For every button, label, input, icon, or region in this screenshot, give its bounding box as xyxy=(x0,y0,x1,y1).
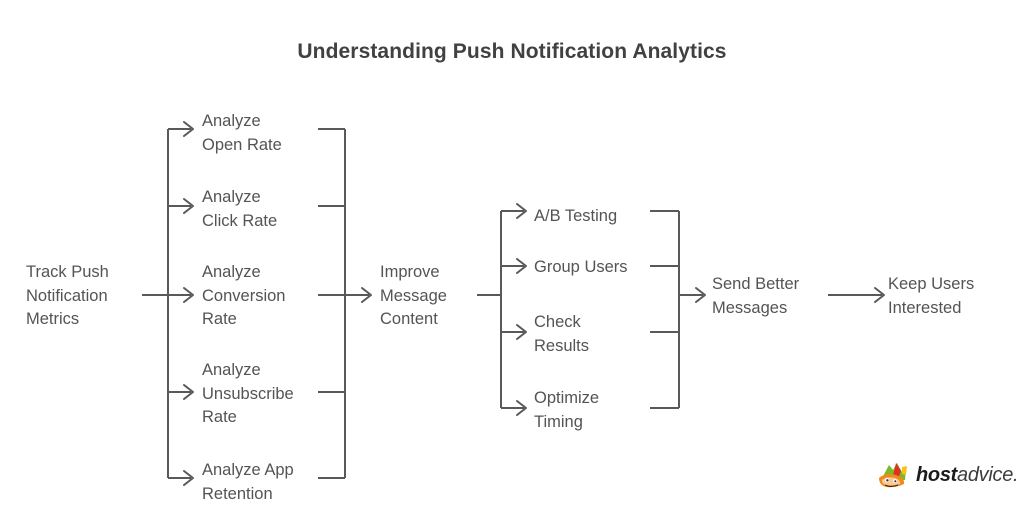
arrowhead-analyze-open-rate xyxy=(183,121,194,137)
arrowhead-analyze-unsubscribe-rate xyxy=(183,384,194,400)
node-analyze-conversion-rate[interactable]: Analyze Conversion Rate xyxy=(202,263,286,328)
hostadvice-logo[interactable]: hostadvice. xyxy=(876,456,1019,496)
hostadvice-mascot-icon xyxy=(879,463,907,488)
logo-primary-text: host xyxy=(916,464,958,486)
node-keep-users-interested[interactable]: Keep Users Interested xyxy=(888,275,975,317)
node-analyze-click-rate[interactable]: Analyze Click Rate xyxy=(202,188,278,230)
arrowhead-keep-users-interested xyxy=(874,287,885,303)
node-track-push-notification-metrics[interactable]: Track Push Notification Metrics xyxy=(26,263,109,328)
node-ab-testing[interactable]: A/B Testing xyxy=(534,207,618,225)
node-improve-message-content[interactable]: Improve Message Content xyxy=(380,263,447,328)
node-send-better-messages[interactable]: Send Better Messages xyxy=(712,275,800,317)
arrowhead-optimize-timing xyxy=(516,400,527,416)
node-analyze-unsubscribe-rate[interactable]: Analyze Unsubscribe Rate xyxy=(202,361,294,426)
arrowhead-analyze-click-rate xyxy=(183,198,194,214)
hostadvice-wordmark: hostadvice. xyxy=(916,464,1019,487)
node-group-users[interactable]: Group Users xyxy=(534,258,628,276)
arrowhead-check-results xyxy=(516,324,527,340)
node-optimize-timing[interactable]: Optimize Timing xyxy=(534,389,600,431)
arrowhead-analyze-app-retention xyxy=(183,470,194,486)
arrowhead-group-users xyxy=(516,258,527,274)
page-title: Understanding Push Notification Analytic… xyxy=(297,40,727,63)
node-analyze-open-rate[interactable]: Analyze Open Rate xyxy=(202,112,282,154)
node-analyze-app-retention[interactable]: Analyze App Retention xyxy=(202,461,294,503)
arrowhead-ab-testing xyxy=(516,203,527,219)
arrowhead-analyze-conversion-rate xyxy=(183,287,194,303)
arrowhead-improve-message-content xyxy=(361,287,372,303)
node-check-results[interactable]: Check Results xyxy=(534,313,590,355)
logo-secondary-text: advice. xyxy=(957,464,1019,486)
arrowhead-send-better-messages xyxy=(695,287,706,303)
